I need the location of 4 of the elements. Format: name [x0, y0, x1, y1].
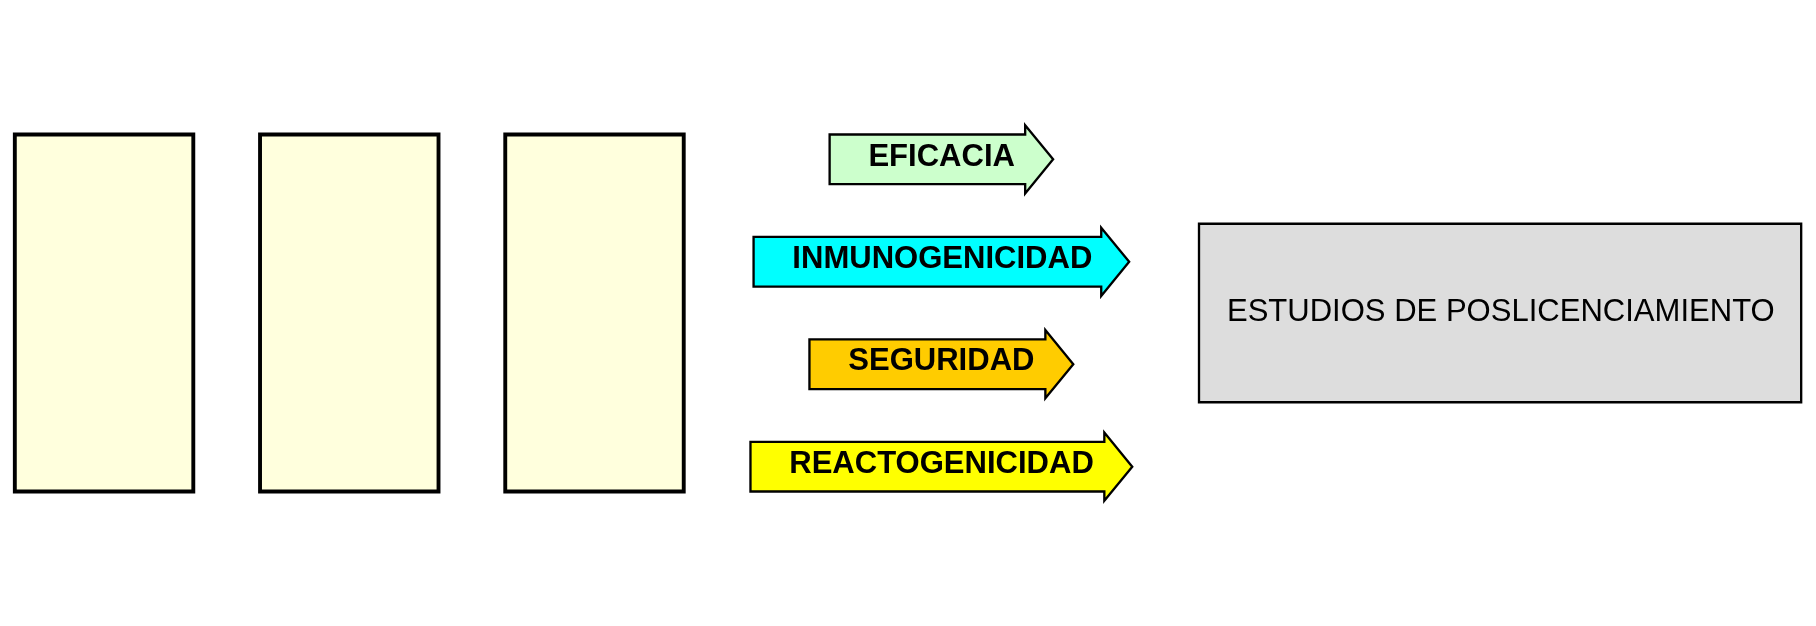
node-box [503, 132, 686, 494]
node-box: ESTUDIOS DE POSLICENCIAMIENTO [1197, 222, 1803, 404]
node-box [12, 132, 196, 494]
node-box [258, 132, 441, 494]
